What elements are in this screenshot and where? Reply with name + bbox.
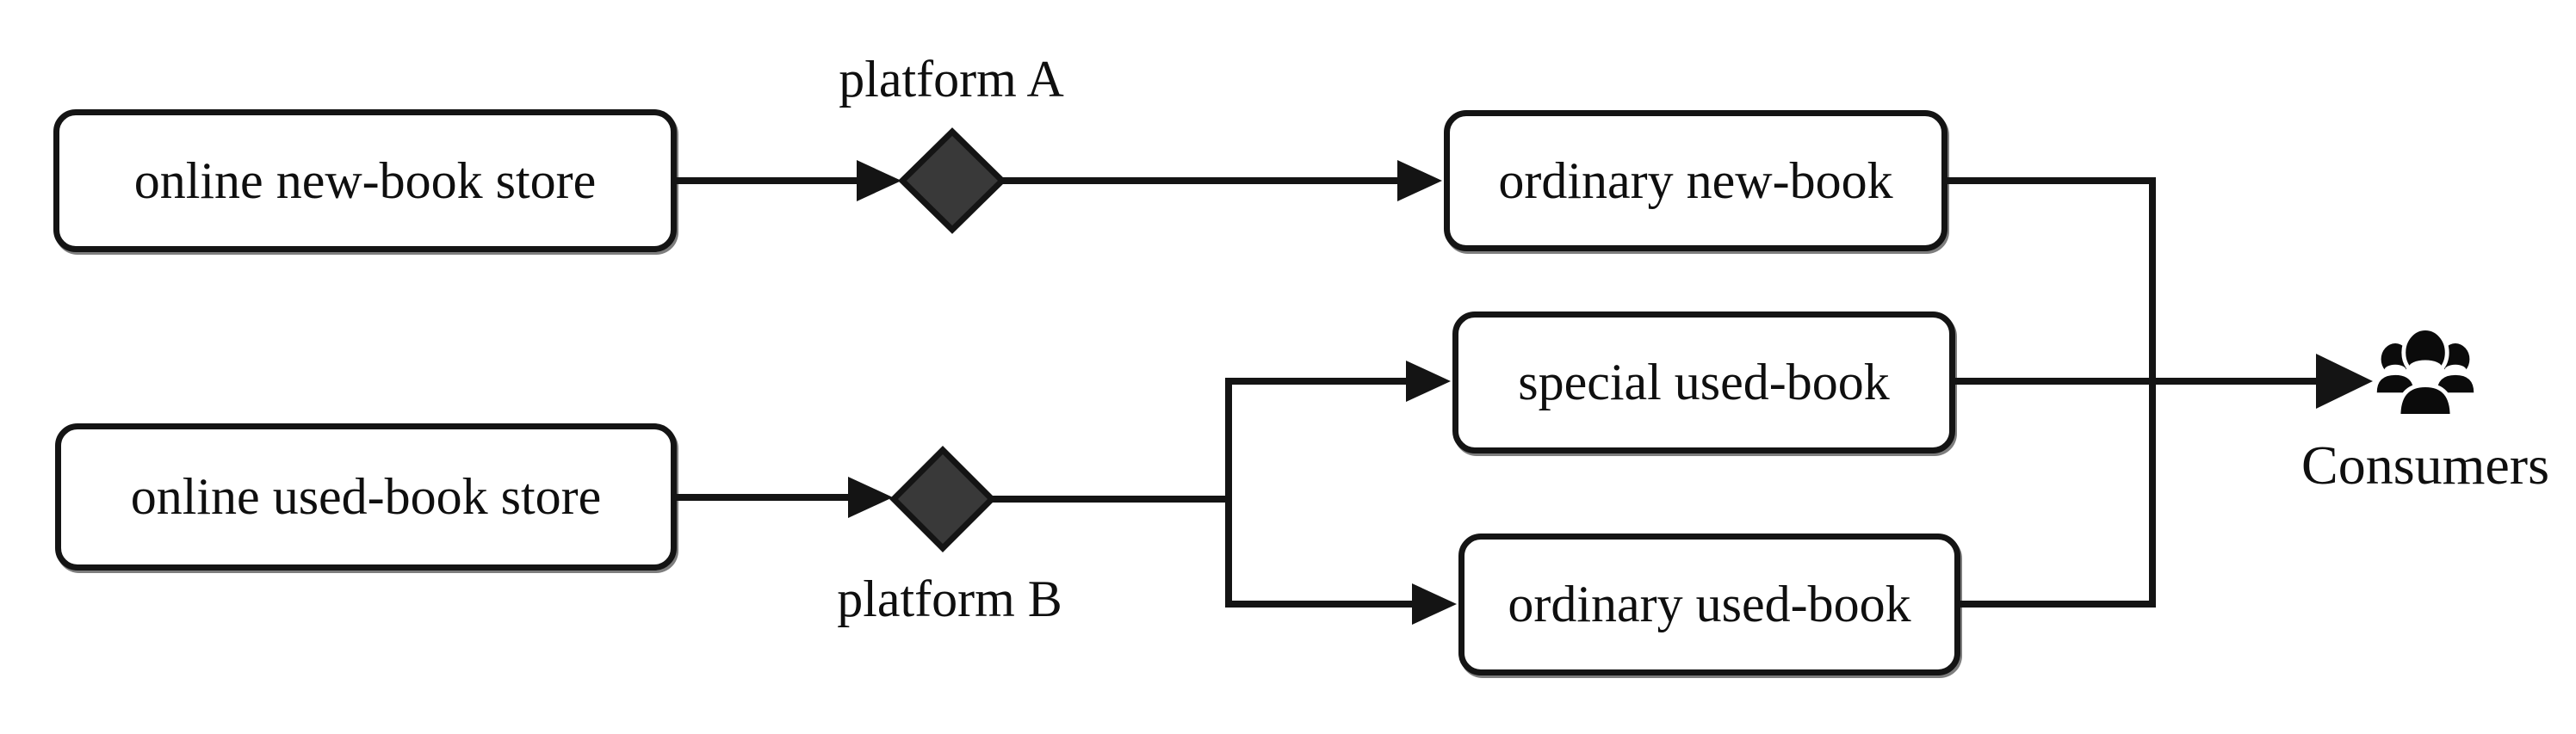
arrowhead-into-consumers (2316, 354, 2373, 409)
node-label: online used-book store (130, 468, 602, 525)
node-label: special used-book (1518, 354, 1890, 410)
node-ordinary-used-book: ordinary used-book (1458, 534, 1960, 675)
platform-a-diamond (898, 127, 1006, 234)
platform-b-diamond (889, 446, 996, 552)
node-special-used-book: special used-book (1452, 311, 1955, 453)
arrowhead-into-ordinary-new (1397, 160, 1442, 201)
edge-merge-rail (1947, 177, 2156, 608)
arrowhead-into-platform-b (848, 477, 893, 518)
node-label: ordinary used-book (1508, 576, 1911, 632)
edge-branch-to-special-used (1225, 378, 1406, 499)
arrowhead-into-ordinary-used (1412, 583, 1457, 625)
node-label: online new-book store (133, 151, 597, 209)
node-online-new-book-store: online new-book store (53, 109, 677, 252)
arrowhead-into-special-used (1406, 361, 1451, 402)
platform-a-label: platform A (839, 51, 1064, 108)
people-group-icon (2376, 326, 2474, 418)
node-ordinary-new-book: ordinary new-book (1444, 110, 1947, 251)
consumers-node: Consumers (2283, 324, 2567, 497)
platform-b-label: platform B (837, 571, 1062, 627)
node-online-used-book-store: online used-book store (55, 423, 677, 571)
node-label: ordinary new-book (1498, 151, 1893, 209)
edge-branch-to-ordinary-used (1225, 499, 1412, 608)
arrowhead-into-platform-a (857, 160, 901, 201)
consumers-label: Consumers (2301, 435, 2549, 496)
